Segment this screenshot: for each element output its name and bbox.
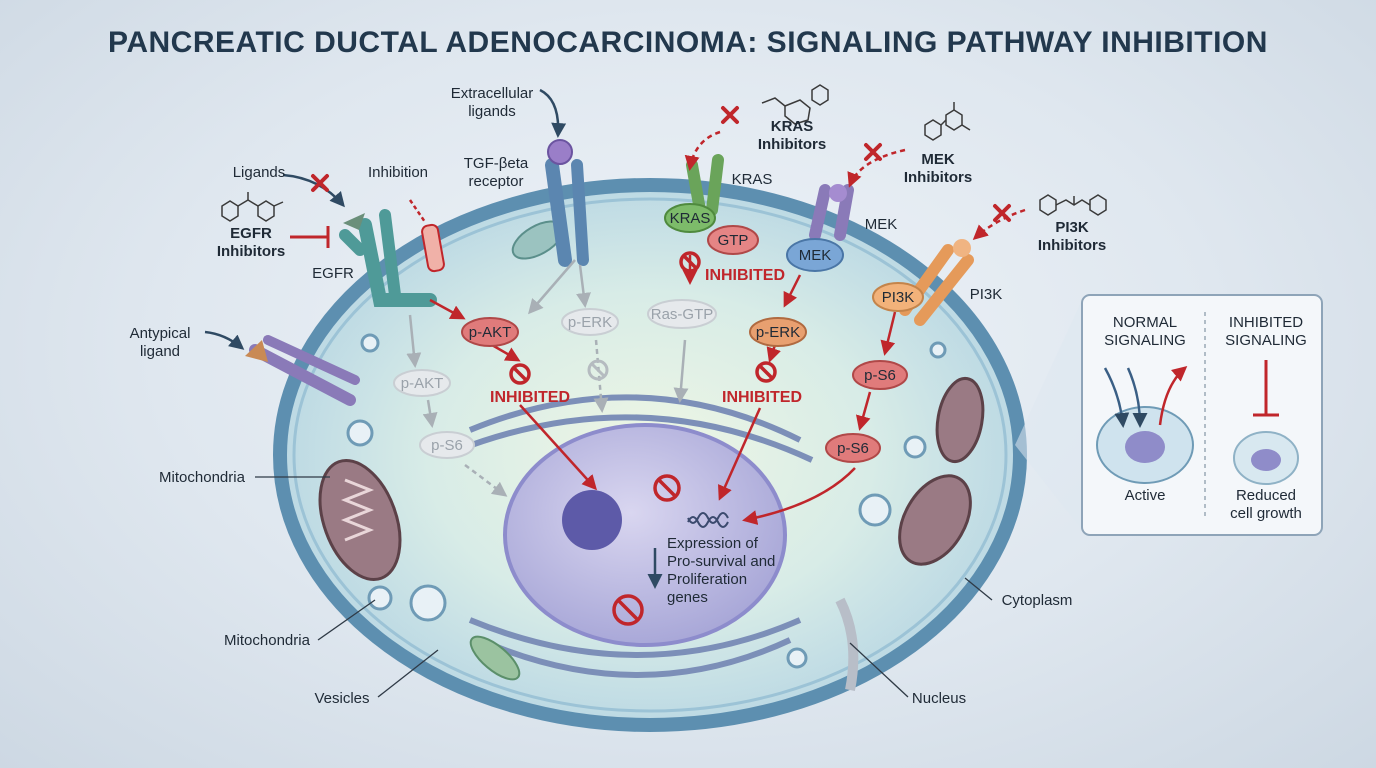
golgi-fragment [835, 597, 859, 691]
nucleus-label: Nucleus [912, 690, 966, 707]
expression-line-1: Expression of [667, 535, 759, 552]
inhibition-capsule [421, 223, 445, 273]
p-erk-faded-label: p-ERK [568, 314, 612, 331]
mitochondria-right-2 [898, 474, 972, 566]
atypical-ligand-label-1: Antypical [130, 325, 191, 342]
pi3k-inhibitors-label-1: PI3K [1055, 219, 1089, 236]
chem-structure-mek [924, 102, 971, 141]
legend-normal-label-2: SIGNALING [1104, 332, 1186, 349]
pi3k-side-label: PI3K [970, 286, 1003, 303]
legend-reduced-label-1: Reduced [1236, 487, 1296, 504]
extracellular-ligands-label-2: ligands [468, 103, 516, 120]
kras-inhibitors-label-1: KRAS [771, 118, 814, 135]
inhibited-label-erk: INHIBITED [722, 389, 802, 406]
inhibited-label-akt: INHIBITED [490, 389, 570, 406]
p-akt-faded-label: p-AKT [401, 375, 444, 392]
mitochondria-right-1 [935, 376, 985, 464]
egfr-inhibitors-label-2: Inhibitors [217, 243, 285, 260]
egfr-inhibitor-block [290, 226, 330, 248]
cell-membrane-inner [292, 197, 1008, 713]
mek-node-label: MEK [799, 247, 832, 264]
mek-inhibitors-label-1: MEK [921, 151, 955, 168]
atypical-ligand-label-2: ligand [140, 343, 180, 360]
nucleus [503, 423, 787, 647]
vesicles-label: Vesicles [314, 690, 369, 707]
legend-inhibited-label-2: SIGNALING [1225, 332, 1307, 349]
inhibited-label-kras: INHIBITED [705, 267, 785, 284]
ligands-label: Ligands [233, 164, 286, 181]
faded-inhibit-sign [587, 359, 609, 381]
dna-icon [687, 516, 729, 528]
tgf-beta-receptor [545, 139, 589, 267]
chem-structure-egfr [221, 192, 284, 222]
pi3k-node [872, 282, 924, 312]
leader-lines [255, 476, 993, 698]
legend-normal-label-1: NORMAL [1113, 314, 1177, 331]
legend-inhibited-label-1: INHIBITED [1229, 314, 1303, 331]
ligand-triangle [343, 213, 365, 230]
legend-box [1081, 294, 1323, 536]
egfr-inhibitors-label-1: EGFR [230, 225, 272, 242]
organelle-bottom [469, 635, 521, 681]
kras-receptor [686, 154, 724, 216]
legend-callout-wedge [1015, 300, 1082, 530]
ras-gtp-faded [647, 299, 717, 329]
egfr-label: EGFR [312, 265, 354, 282]
chem-structure-pi3k [1039, 194, 1107, 216]
p-s6-node-2-label: p-S6 [837, 440, 869, 457]
p-s6-node-1 [852, 360, 908, 390]
pi3k-node-label: PI3K [882, 289, 915, 306]
mitochondria-label-bottom: Mitochondria [224, 632, 311, 649]
dna-icon-strand [687, 512, 729, 524]
p-akt-active-label: p-AKT [469, 324, 512, 341]
inhibit-signs [509, 251, 777, 626]
extracellular-ligands-label-1: Extracellular [451, 85, 534, 102]
chem-structure-kras [761, 84, 829, 125]
kras-side-label: KRAS [732, 171, 773, 188]
mek-inhibitors-label-2: Inhibitors [904, 169, 972, 186]
kras-inhibitors-label-2: Inhibitors [758, 136, 826, 153]
atypical-receptor [245, 335, 360, 406]
p-erk-faded [561, 308, 619, 336]
tgf-receptor-label-2: receptor [468, 173, 523, 190]
p-erk-active-label: p-ERK [756, 324, 800, 341]
cytoplasm-label: Cytoplasm [1002, 592, 1073, 609]
nucleolus [562, 490, 622, 550]
page-title: PANCREATIC DUCTAL ADENOCARCINOMA: SIGNAL… [108, 26, 1268, 59]
gtp-node-label: GTP [718, 232, 749, 249]
legend-active-label: Active [1125, 487, 1166, 504]
mek-receptor [809, 184, 854, 241]
expression-line-2: Pro-survival and [667, 553, 775, 570]
p-s6-faded-label: p-S6 [431, 437, 463, 454]
inhibition-label: Inhibition [368, 164, 428, 181]
p-erk-active [749, 317, 807, 347]
egfr-receptor [339, 209, 437, 307]
mek-side-label: MEK [865, 216, 898, 233]
mitochondria-label-top: Mitochondria [159, 469, 246, 486]
gtp-node [707, 225, 759, 255]
p-akt-active [461, 317, 519, 347]
expression-line-3: Proliferation [667, 571, 747, 588]
p-s6-node-2 [825, 433, 881, 463]
kras-node [664, 203, 716, 233]
endoplasmic-reticulum [456, 394, 814, 678]
kras-node-label: KRAS [670, 210, 711, 227]
mitochondria-left [318, 458, 402, 582]
red-x-markers [311, 106, 1011, 222]
tgf-receptor-label-1: TGF-βeta [464, 155, 529, 172]
mek-node [786, 238, 844, 272]
legend-reduced-label-2: cell growth [1230, 505, 1302, 522]
p-akt-faded [393, 369, 451, 397]
vesicles [346, 333, 947, 669]
p-s6-faded [419, 431, 475, 459]
p-s6-node-1-label: p-S6 [864, 367, 896, 384]
ras-gtp-faded-label: Ras-GTP [651, 306, 714, 323]
pi3k-inhibitors-label-2: Inhibitors [1038, 237, 1106, 254]
expression-line-4: genes [667, 589, 708, 606]
